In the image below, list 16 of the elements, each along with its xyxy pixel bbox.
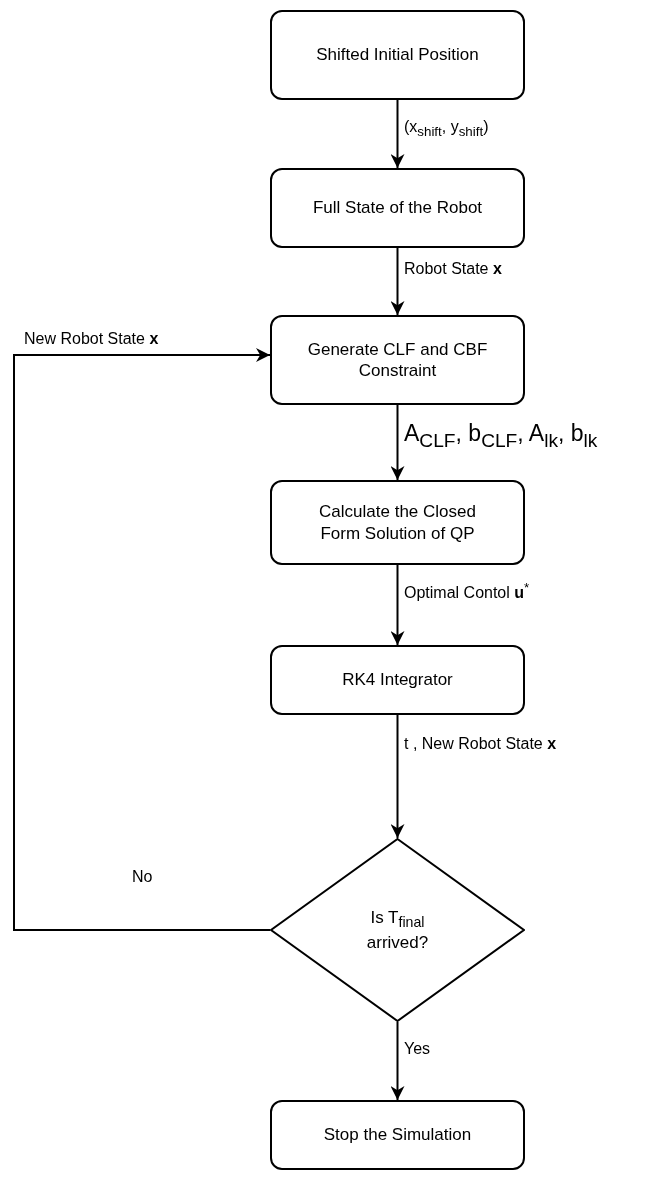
process-box: Stop the Simulation: [270, 1100, 525, 1170]
process-box: Shifted Initial Position: [270, 10, 525, 100]
edge-label: Optimal Contol u$^{*}$: [402, 580, 532, 603]
process-box: Generate CLF and CBF Constraint: [270, 315, 525, 405]
arrow: [390, 1021, 405, 1101]
edge-label: t , New Robot State x: [402, 735, 559, 753]
arrow: [390, 714, 405, 839]
arrow: [390, 564, 405, 646]
arrow: [390, 404, 405, 481]
arrow: [390, 99, 405, 169]
arrow: [13, 348, 271, 931]
arrow: [390, 247, 405, 316]
process-box: Calculate the Closed Form Solution of QP: [270, 480, 525, 565]
process-box: RK4 Integrator: [270, 645, 525, 715]
process-box: Full State of the Robot: [270, 168, 525, 248]
decision-diamond: Is T$_{final}$ arrived?: [270, 838, 525, 1022]
